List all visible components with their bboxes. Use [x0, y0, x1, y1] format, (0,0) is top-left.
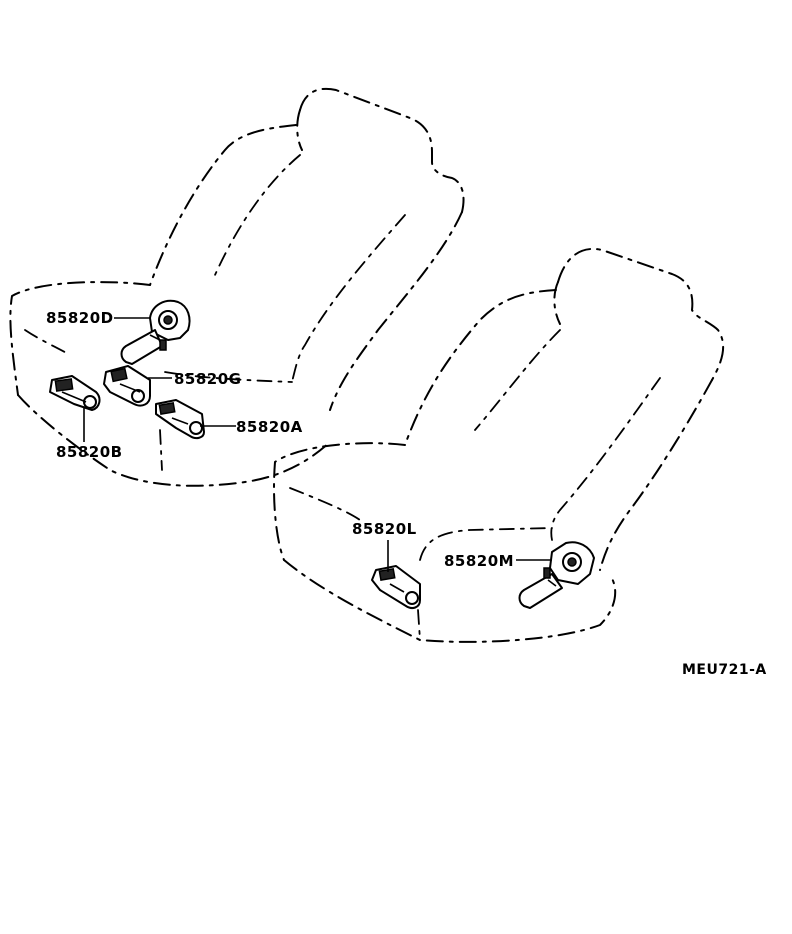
label-85820M: 85820M	[444, 552, 514, 570]
motor-85820G	[103, 365, 151, 407]
label-85820L: 85820L	[352, 520, 417, 538]
right-seat-outline	[273, 247, 725, 643]
left-seat-outline	[9, 87, 465, 487]
label-85820G: 85820G	[174, 370, 242, 388]
leader-lines	[83, 317, 552, 572]
label-85820D: 85820D	[46, 309, 114, 327]
label-85820B: 85820B	[56, 443, 123, 461]
motor-85820B	[49, 375, 101, 411]
motor-85820L	[371, 565, 421, 609]
motor-85820M	[518, 541, 595, 609]
motor-85820A	[155, 399, 205, 440]
diagram-code: MEU721-A	[682, 662, 767, 678]
label-85820A: 85820A	[236, 418, 303, 436]
motor-85820D	[120, 299, 191, 365]
